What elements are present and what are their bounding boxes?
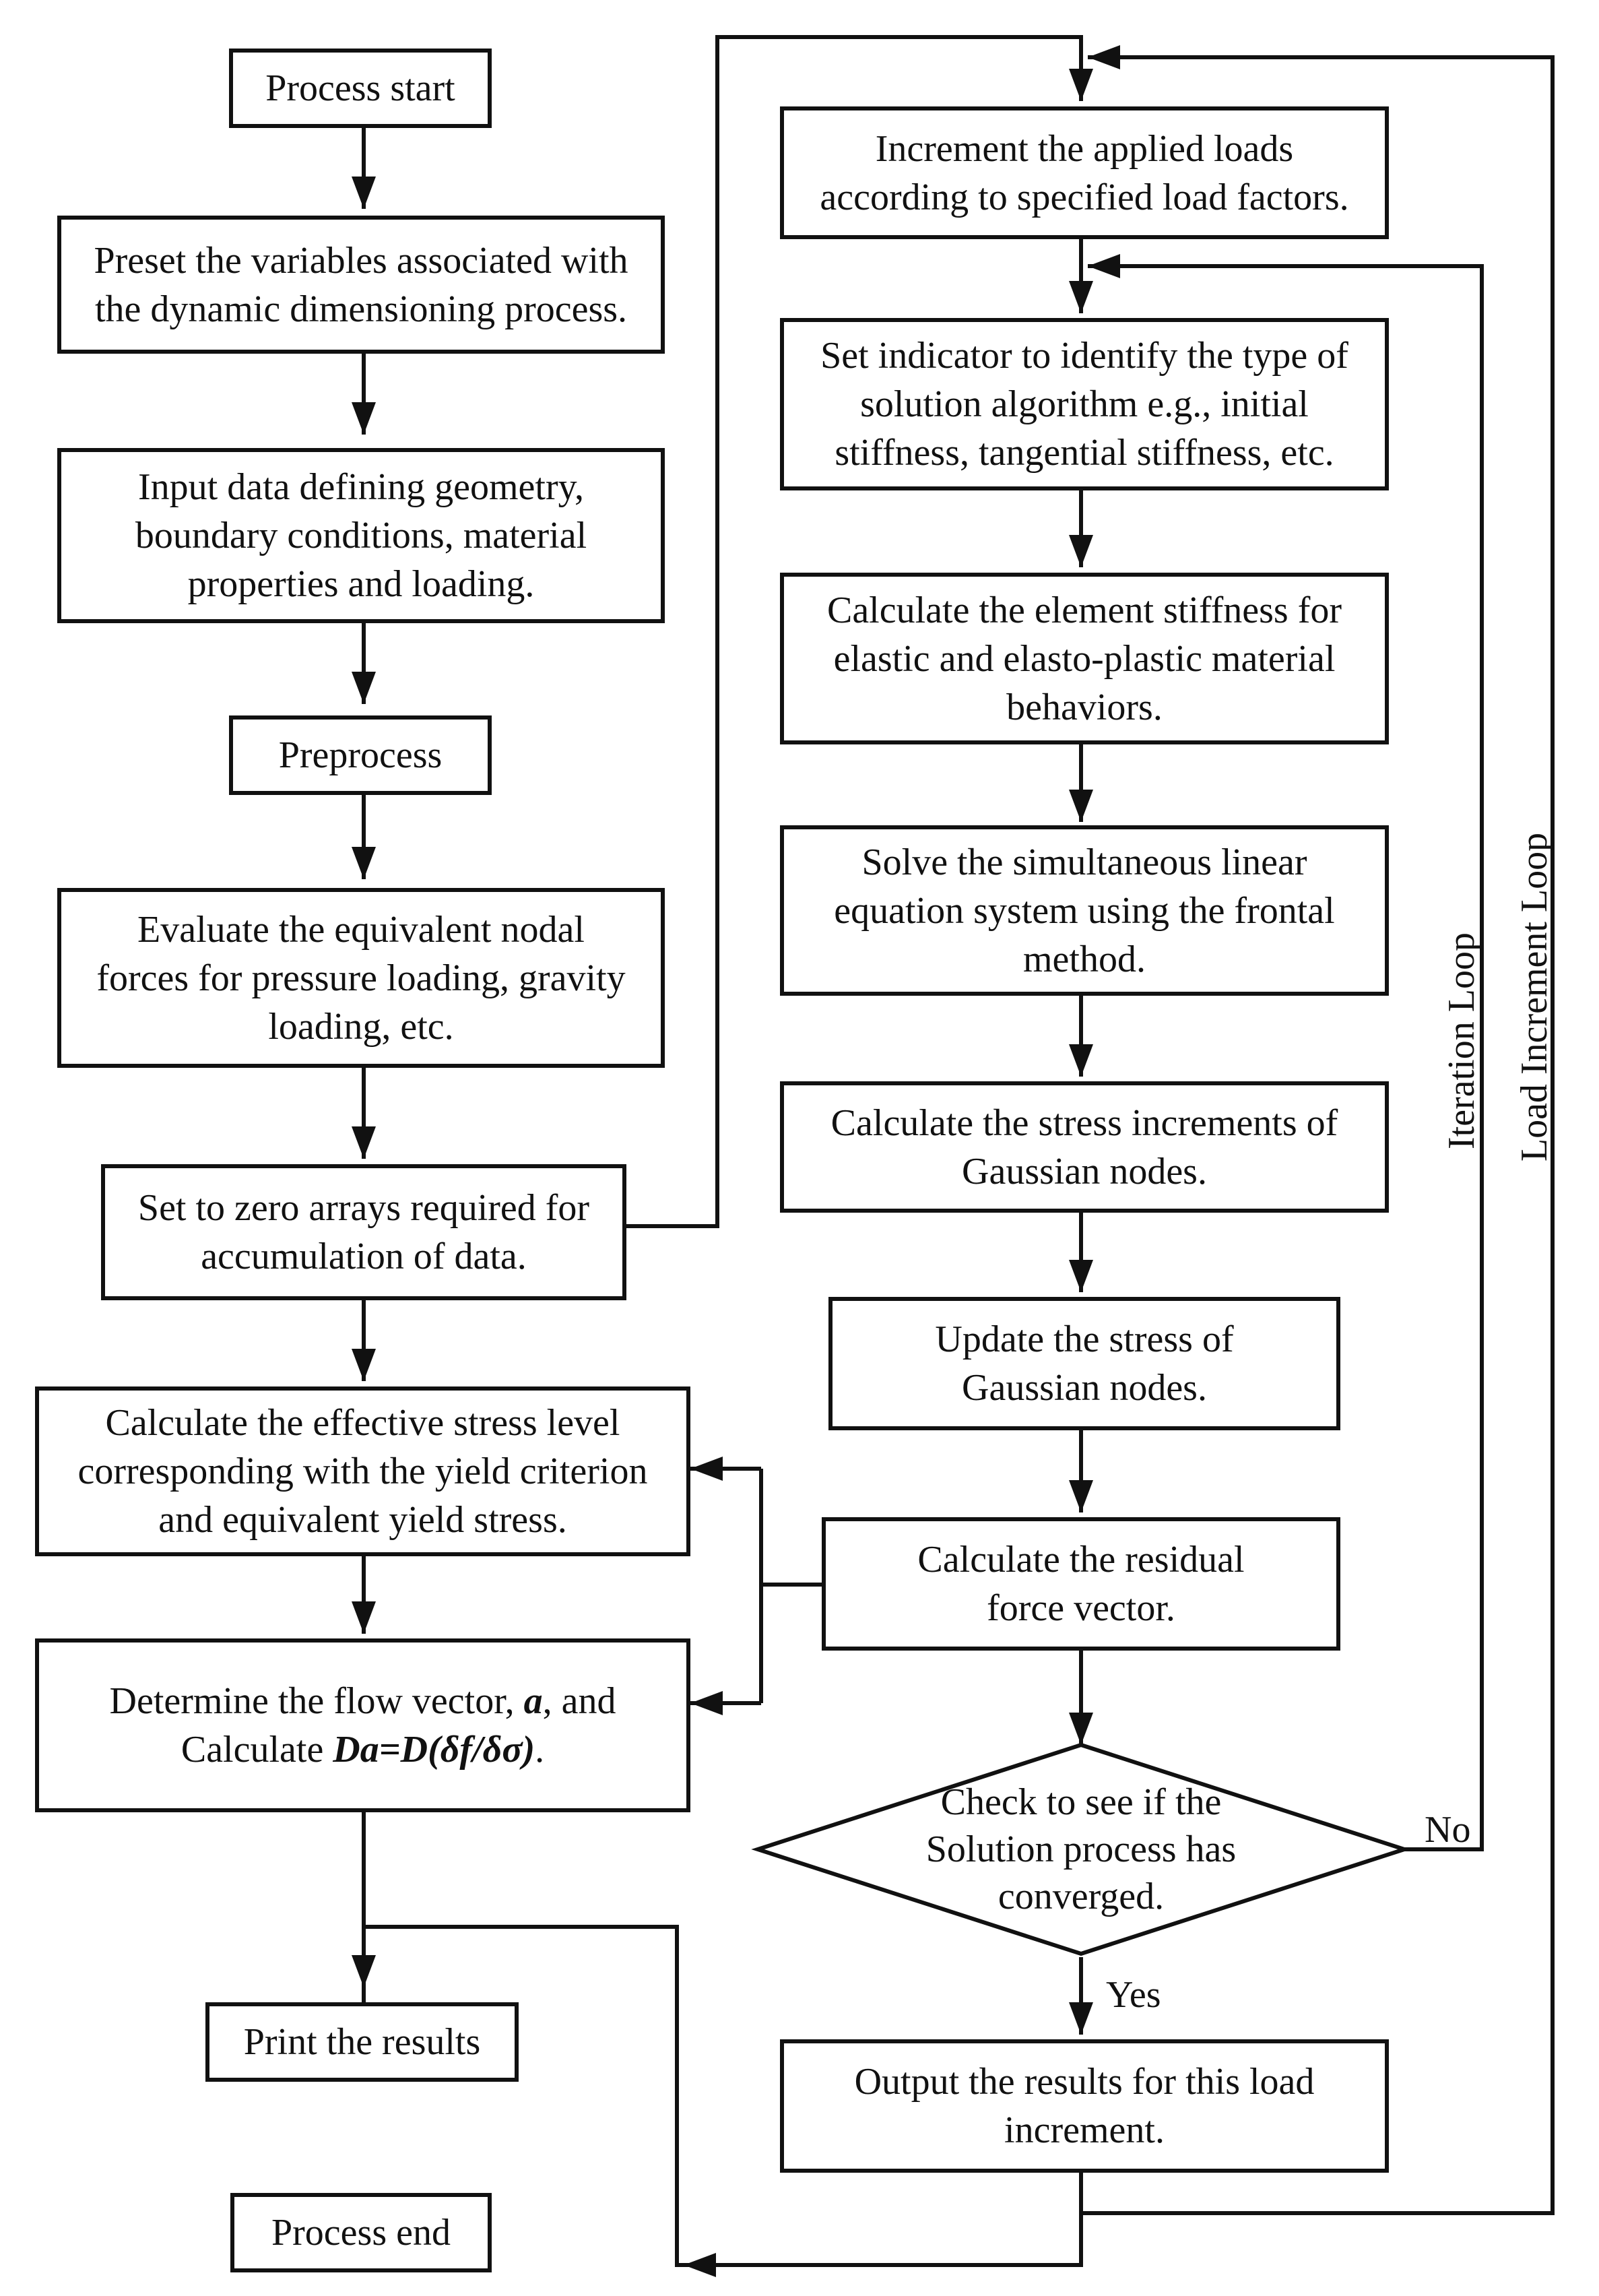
- flow-vector-symbol: a: [523, 1680, 543, 1722]
- calc-prefix: Calculate: [181, 1729, 333, 1771]
- yes-branch-label: Yes: [1106, 1974, 1161, 2016]
- evaluate-nodal-forces-label: Evaluate the equivalent nodal forces for…: [96, 908, 626, 1048]
- output-results-box: Output the results for this load increme…: [780, 2039, 1389, 2173]
- preprocess-box: Preprocess: [229, 715, 492, 795]
- preprocess-label: Preprocess: [278, 734, 443, 776]
- element-stiffness-box: Calculate the element stiffness for elas…: [780, 573, 1389, 744]
- increment-loads-label: Increment the applied loads according to…: [820, 127, 1349, 218]
- set-zero-arrays-label: Set to zero arrays required for accumula…: [137, 1187, 590, 1277]
- calc-suffix: .: [535, 1729, 545, 1771]
- stress-increments-box: Calculate the stress increments of Gauss…: [780, 1081, 1389, 1213]
- solve-equations-label: Solve the simultaneous linear equation s…: [834, 841, 1335, 980]
- arrow-load-increment-loop: [1079, 45, 1555, 2215]
- solve-equations-box: Solve the simultaneous linear equation s…: [780, 825, 1389, 996]
- residual-force-label: Calculate the residual force vector.: [917, 1539, 1245, 1629]
- effective-stress-box: Calculate the effective stress level cor…: [35, 1386, 690, 1556]
- flow-vector-prefix: Determine the flow vector,: [109, 1680, 524, 1722]
- iteration-loop-label: Iteration Loop: [1441, 932, 1482, 1149]
- input-data-box: Input data defining geometry, boundary c…: [57, 448, 665, 623]
- print-results-box: Print the results: [205, 2002, 519, 2082]
- no-branch-label: No: [1425, 1809, 1471, 1851]
- residual-force-box: Calculate the residual force vector.: [822, 1517, 1340, 1651]
- effective-stress-label: Calculate the effective stress level cor…: [77, 1402, 648, 1541]
- load-increment-loop-label: Load Increment Loop: [1513, 832, 1555, 1162]
- set-indicator-label: Set indicator to identify the type of so…: [820, 335, 1348, 474]
- arrow-setzero-to-increment: [626, 35, 1093, 1228]
- process-end-box: Process end: [230, 2193, 492, 2272]
- stress-increments-label: Calculate the stress increments of Gauss…: [830, 1102, 1338, 1192]
- output-results-label: Output the results for this load increme…: [854, 2061, 1315, 2151]
- process-start-label: Process start: [265, 67, 455, 109]
- calc-formula: Da=D(δf/δσ): [333, 1729, 535, 1771]
- element-stiffness-label: Calculate the element stiffness for elas…: [826, 589, 1342, 728]
- process-start-box: Process start: [229, 49, 492, 128]
- update-stress-box: Update the stress of Gaussian nodes.: [828, 1297, 1340, 1430]
- input-data-label: Input data defining geometry, boundary c…: [135, 466, 587, 605]
- arrow-iteration-loop: [1088, 254, 1484, 1851]
- set-zero-arrays-box: Set to zero arrays required for accumula…: [101, 1164, 626, 1300]
- set-indicator-box: Set indicator to identify the type of so…: [780, 318, 1389, 490]
- preset-variables-label: Preset the variables associated with the…: [94, 239, 628, 330]
- process-end-label: Process end: [271, 2212, 451, 2254]
- convergence-check-label-box: Check to see if the Solution process has…: [869, 1772, 1293, 1927]
- convergence-decision-diamond: [751, 1742, 1411, 1956]
- print-results-label: Print the results: [243, 2021, 481, 2063]
- evaluate-nodal-forces-box: Evaluate the equivalent nodal forces for…: [57, 888, 665, 1068]
- flow-vector-suffix: , and: [542, 1680, 616, 1722]
- update-stress-label: Update the stress of Gaussian nodes.: [935, 1318, 1234, 1409]
- increment-loads-box: Increment the applied loads according to…: [780, 106, 1389, 239]
- convergence-check-label: Check to see if the Solution process has…: [925, 1781, 1237, 1917]
- preset-variables-box: Preset the variables associated with the…: [57, 216, 665, 354]
